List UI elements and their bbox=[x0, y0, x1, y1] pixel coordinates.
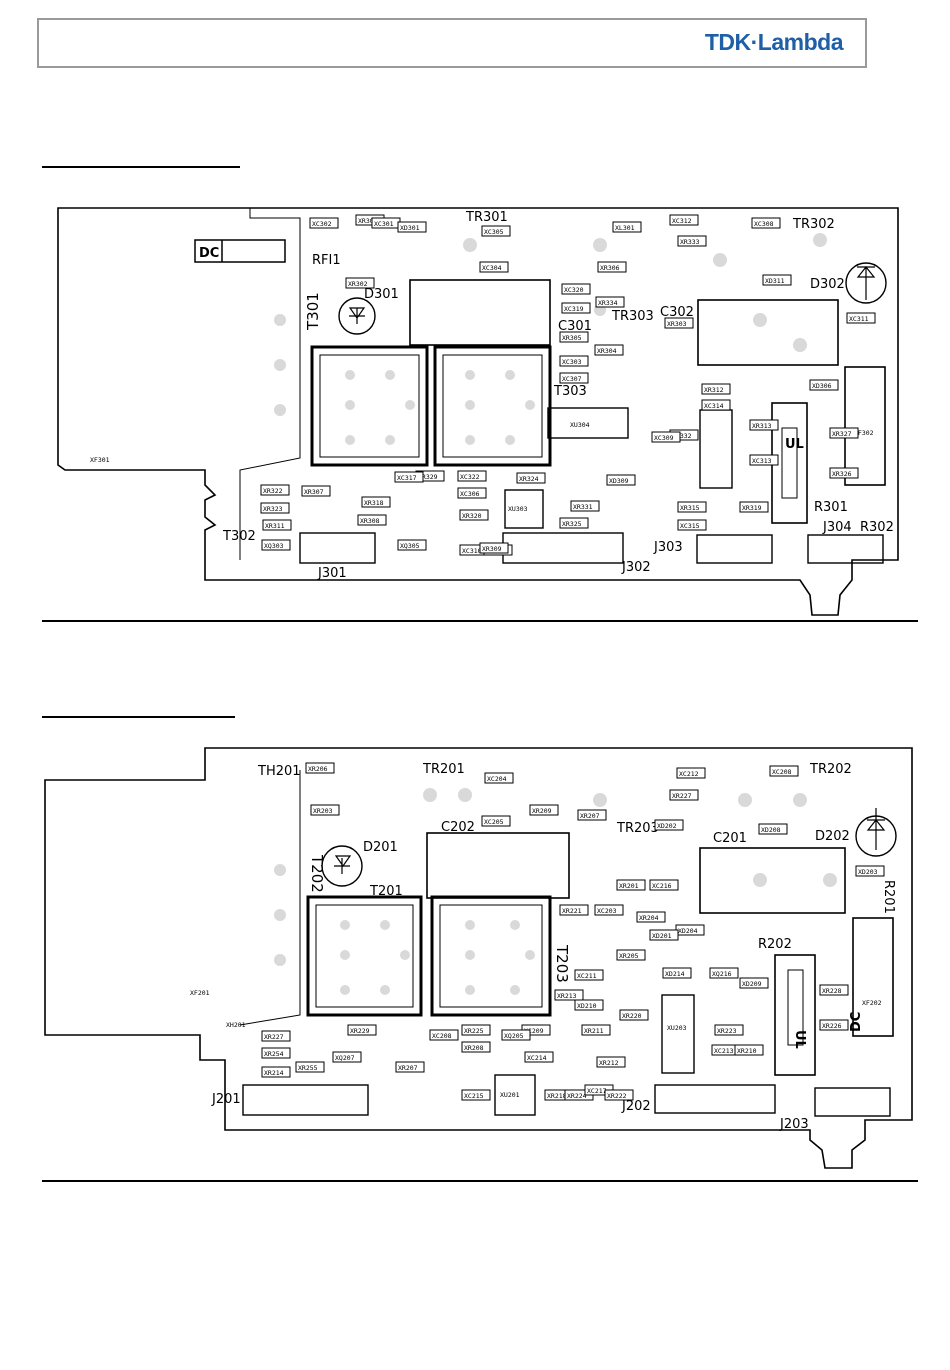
label-rfi1: RFI1 bbox=[312, 253, 341, 268]
label-t301: T301 bbox=[304, 292, 322, 331]
ic-xu303 bbox=[504, 489, 544, 529]
label-tr301: TR301 bbox=[465, 210, 508, 225]
label-tr203: TR203 bbox=[616, 821, 659, 836]
connector-j301 bbox=[299, 532, 376, 564]
label-xf302: XF302 bbox=[854, 429, 874, 437]
label-c202: C202 bbox=[441, 820, 475, 835]
label-xu201: XU201 bbox=[500, 1091, 520, 1099]
label-dc-200: DC bbox=[849, 1012, 864, 1032]
label-xf202: XF202 bbox=[862, 999, 882, 1007]
diode-d301-symbol bbox=[338, 297, 376, 335]
label-j301: J301 bbox=[317, 566, 347, 581]
label-t303: T303 bbox=[553, 384, 587, 399]
label-tr302: TR302 bbox=[792, 217, 835, 232]
label-d301: D301 bbox=[364, 287, 399, 302]
label-t201: T201 bbox=[369, 884, 403, 899]
label-j304: J304 bbox=[822, 520, 852, 535]
capacitor-c302 bbox=[697, 299, 839, 366]
label-ul-300: UL bbox=[785, 437, 804, 452]
label-xh201: XH201 bbox=[226, 1021, 246, 1029]
label-t203: T203 bbox=[553, 944, 571, 983]
label-r202: R202 bbox=[758, 937, 792, 952]
label-j203: J203 bbox=[779, 1117, 809, 1132]
label-c302: C302 bbox=[660, 305, 694, 320]
section-rule-2 bbox=[42, 1180, 918, 1182]
label-t302: T302 bbox=[222, 529, 256, 544]
section-title-line-2 bbox=[42, 716, 235, 718]
fuse-xf302 bbox=[844, 366, 886, 486]
label-d202: D202 bbox=[815, 829, 850, 844]
pcb-outline bbox=[57, 207, 899, 616]
label-d302: D302 bbox=[810, 277, 845, 292]
connector-j201 bbox=[242, 1084, 369, 1116]
diode-d201-symbol bbox=[321, 845, 363, 887]
capacitor-c202 bbox=[426, 832, 570, 899]
connector-j203 bbox=[814, 1087, 891, 1117]
label-tr201: TR201 bbox=[422, 762, 465, 777]
label-t202: T202 bbox=[308, 854, 326, 893]
transformer-t202-block bbox=[306, 895, 423, 1017]
fuse-xf202 bbox=[852, 917, 894, 1037]
label-xf301: XF301 bbox=[90, 456, 110, 464]
connector-j304 bbox=[807, 534, 884, 564]
label-ul-200: UL bbox=[792, 1030, 807, 1049]
ic-xu203 bbox=[661, 994, 695, 1074]
label-d201: D201 bbox=[363, 840, 398, 855]
label-c201: C201 bbox=[713, 831, 747, 846]
label-c301: C301 bbox=[558, 319, 592, 334]
section-rule-1 bbox=[42, 620, 918, 622]
label-r201: R201 bbox=[881, 880, 896, 914]
transformer-t303-block bbox=[433, 345, 552, 467]
label-j201: J201 bbox=[211, 1092, 241, 1107]
capacitor-c201 bbox=[699, 847, 846, 914]
label-j302: J302 bbox=[621, 560, 651, 575]
brand-logo: TDK·Lambda bbox=[704, 29, 844, 55]
label-j202: J202 bbox=[621, 1099, 651, 1114]
label-xu304: XU304 bbox=[570, 421, 590, 429]
board-200-labels: TH201 TR201 TR202 TR203 D201 D202 T201 C… bbox=[190, 762, 896, 1132]
label-xu203: XU203 bbox=[667, 1024, 687, 1032]
dc-label: DC bbox=[199, 246, 219, 261]
pcb-layout-board-200 bbox=[44, 747, 913, 1169]
ic-xu304 bbox=[547, 407, 629, 439]
label-r302: R302 bbox=[860, 520, 894, 535]
label-r301: R301 bbox=[814, 500, 848, 515]
label-tr303: TR303 bbox=[611, 309, 654, 324]
dc-label-box bbox=[194, 239, 286, 263]
transformer-t203-block bbox=[430, 895, 552, 1017]
ic-xu201 bbox=[494, 1074, 536, 1116]
label-xf201: XF201 bbox=[190, 989, 210, 997]
transformer-t301-block bbox=[310, 345, 429, 467]
label-th201: TH201 bbox=[257, 764, 301, 779]
diode-d302-symbol bbox=[845, 262, 887, 304]
page-header: TDK·Lambda bbox=[37, 18, 867, 68]
connector-j303 bbox=[696, 534, 773, 564]
pcb-outline-200 bbox=[44, 747, 913, 1169]
capacitor-c301 bbox=[409, 279, 551, 346]
section-title-line-1 bbox=[42, 166, 240, 168]
label-j303: J303 bbox=[653, 540, 683, 555]
board-300-labels: TR301 TR302 TR303 D301 D302 RFI1 C301 C3… bbox=[90, 210, 894, 581]
label-tr202: TR202 bbox=[809, 762, 852, 777]
connector-j202 bbox=[654, 1084, 776, 1114]
label-xu303: XU303 bbox=[508, 505, 528, 513]
resistor-r202 bbox=[774, 954, 816, 1076]
